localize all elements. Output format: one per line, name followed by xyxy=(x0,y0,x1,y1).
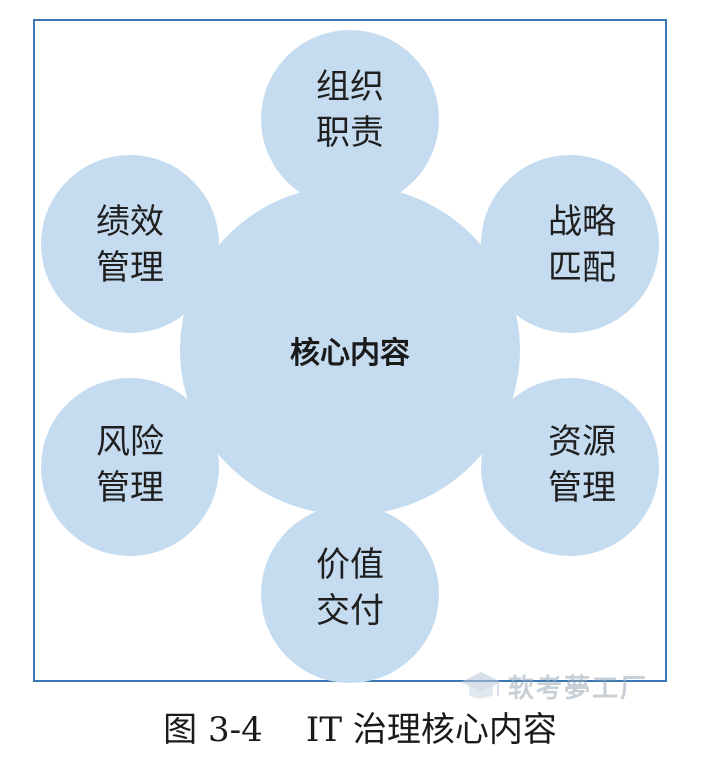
figure-caption: 图 3-4 IT 治理核心内容 xyxy=(163,710,557,750)
node-label-bottom: 价值 交付 xyxy=(261,538,439,638)
node-circle-bottom xyxy=(261,505,439,683)
node-label-upper-left: 绩效 管理 xyxy=(41,195,219,295)
node-label-lower-right: 资源 管理 xyxy=(493,415,671,515)
node-label-line: 价值 xyxy=(316,545,384,585)
node-circle-top xyxy=(261,30,439,208)
node-label-line: 交付 xyxy=(316,591,384,631)
center-circle xyxy=(180,185,520,515)
node-label-line: 管理 xyxy=(548,468,616,508)
node-label-line: 管理 xyxy=(96,468,164,508)
node-circle-upper-right xyxy=(481,155,659,333)
node-label-line: 职责 xyxy=(316,113,384,153)
node-label-line: 战略 xyxy=(548,202,616,242)
graduation-cap-icon xyxy=(461,671,501,698)
node-circle-upper-left xyxy=(41,155,219,333)
node-circle-lower-right xyxy=(481,378,659,556)
node-label-line: 管理 xyxy=(96,248,164,288)
node-label-line: 绩效 xyxy=(96,202,164,242)
node-label-line: 匹配 xyxy=(548,248,616,288)
node-label-line: 风险 xyxy=(96,422,164,462)
node-label-line: 资源 xyxy=(548,422,616,462)
watermark: 软考夢工厂 xyxy=(460,668,648,705)
watermark-text: 软考夢工厂 xyxy=(508,674,649,704)
node-label-line: 组织 xyxy=(316,67,384,107)
node-label-lower-left: 风险 管理 xyxy=(41,415,219,515)
node-label-upper-right: 战略 匹配 xyxy=(493,195,671,295)
center-label: 核心内容 xyxy=(290,336,410,371)
node-label-top: 组织 职责 xyxy=(261,60,439,160)
node-circle-lower-left xyxy=(41,378,219,556)
